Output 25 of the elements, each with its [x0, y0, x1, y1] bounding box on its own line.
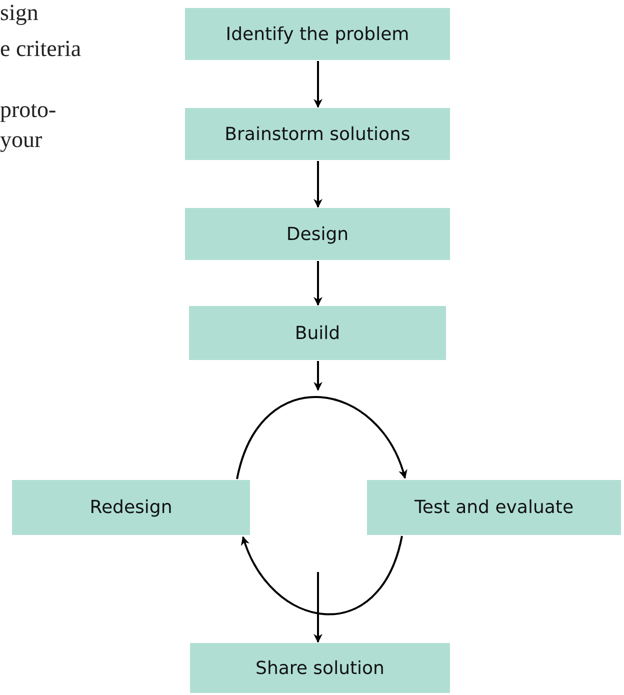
- process-box: [190, 643, 450, 693]
- text-fragment: sign: [0, 0, 38, 26]
- process-box: [185, 208, 450, 260]
- text-fragment: proto-: [0, 97, 56, 123]
- text-fragment: e criteria: [0, 36, 82, 62]
- arrow: [314, 361, 322, 391]
- arrow: [314, 261, 322, 306]
- box-label: Share solution: [256, 658, 384, 678]
- arrow: [314, 161, 322, 208]
- process-box: [185, 8, 450, 60]
- box-label: Design: [286, 224, 349, 244]
- box-label: Redesign: [90, 497, 172, 518]
- arrow: [242, 536, 403, 616]
- box-label: Brainstorm solutions: [224, 124, 410, 144]
- process-box: [367, 480, 621, 535]
- text-fragment: your: [0, 127, 42, 153]
- arrow: [314, 572, 322, 643]
- process-box: [12, 480, 250, 535]
- arrow: [236, 396, 407, 480]
- box-label: Identify the problem: [226, 24, 410, 44]
- process-box: [185, 108, 450, 160]
- arrow: [314, 61, 322, 108]
- process-box: [189, 306, 446, 360]
- box-label: Test and evaluate: [414, 497, 574, 518]
- box-label: Build: [294, 322, 340, 344]
